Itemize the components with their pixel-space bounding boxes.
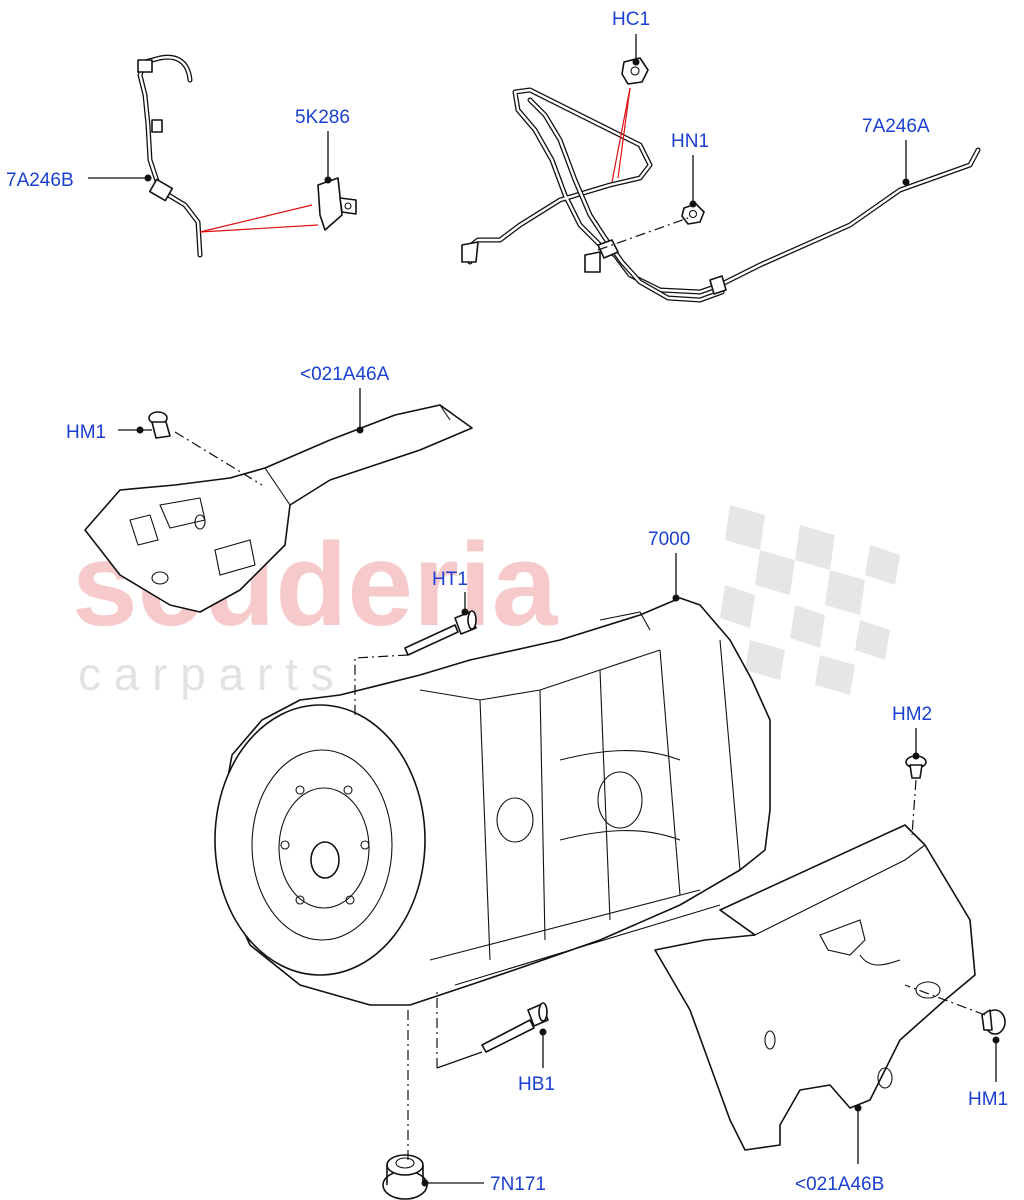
tube-7a246b [137,54,203,258]
heat-shield-021a46b [654,824,976,1151]
bolt-hb1 [481,1002,549,1053]
label-hc1: HC1 [612,9,650,30]
tube-7a246a [461,87,981,303]
label-ht1: HT1 [432,569,468,590]
label-hn1: HN1 [671,131,709,152]
bolt-ht1 [404,610,477,656]
bolt-hm1-left [148,411,171,439]
callout-labels: HC1 5K286 7A246B HN1 7A246A <021A46A HM1… [6,9,1008,1195]
label-hm1-left: HM1 [66,422,106,443]
plug-7n171 [382,1154,428,1200]
label-021a46b: <021A46B [795,1174,884,1195]
transmission-7000 [214,597,771,1006]
watermark-checker-flag [720,505,900,695]
label-hm1-right: HM1 [968,1089,1008,1110]
indicator-lines [199,87,631,233]
label-7n171: 7N171 [490,1174,546,1195]
label-5k286: 5K286 [295,107,350,128]
label-hb1: HB1 [518,1074,555,1095]
label-7a246a: 7A246A [862,116,930,137]
label-021a46a: <021A46A [300,364,390,385]
label-7000: 7000 [648,529,690,550]
leader-lines [88,34,997,1184]
assembly-lines [174,217,986,1160]
bolt-hm1-right [981,1009,1006,1035]
leader-dots [136,58,1000,1187]
heat-shield-021a46a [84,404,473,613]
label-7a246b: 7A246B [6,170,74,191]
watermark-subtext: c a r p a r t s [78,648,334,700]
clip-5k286 [317,177,357,231]
clip-hc1 [621,57,649,85]
label-hm2: HM2 [892,704,932,725]
bolt-hm2 [905,755,927,779]
